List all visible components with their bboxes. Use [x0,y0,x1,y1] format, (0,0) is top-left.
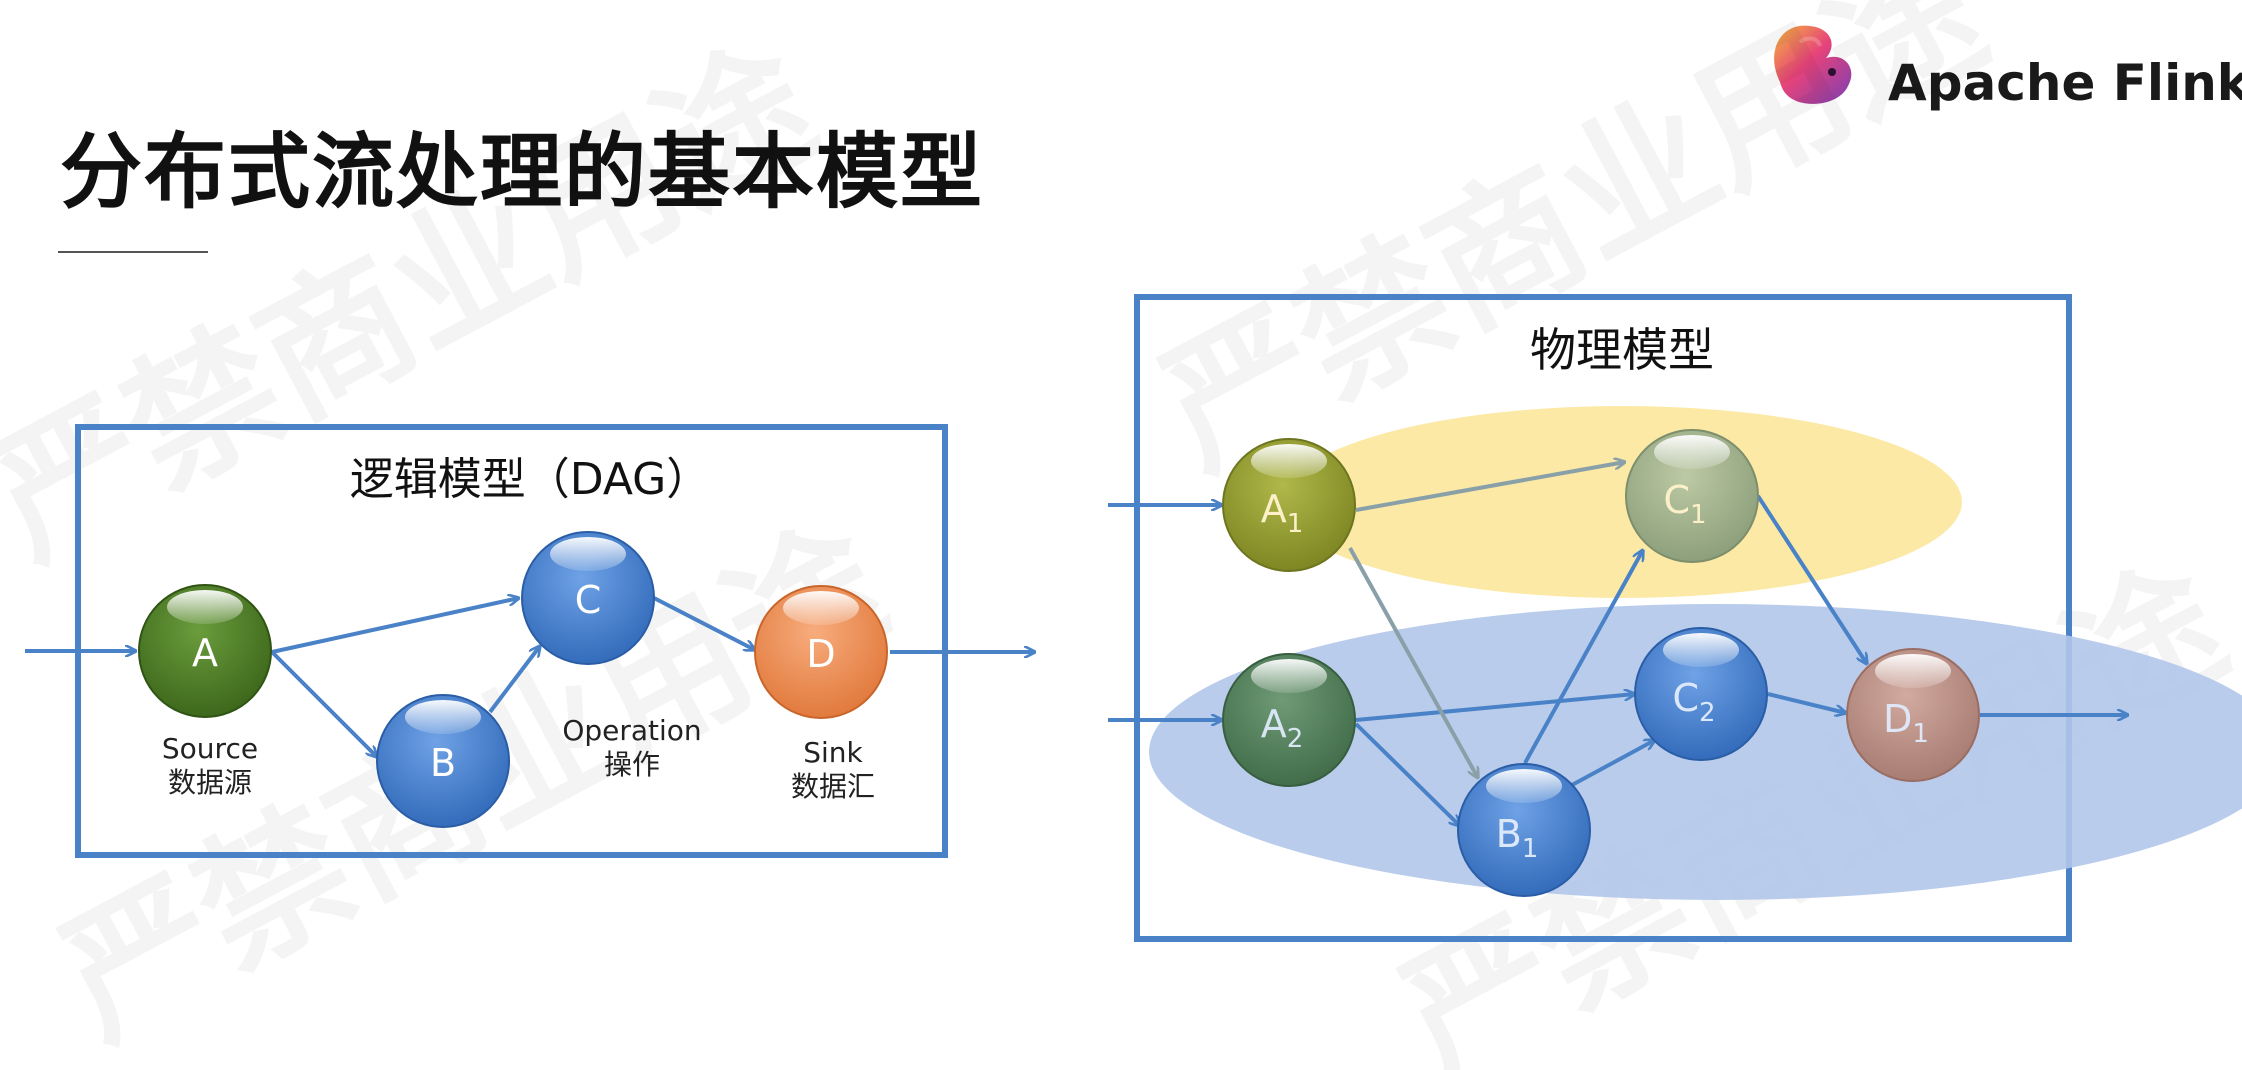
node-a-label: A [192,631,218,675]
node-b1-label: B [1496,812,1522,856]
node-c2-label: C [1672,676,1699,720]
node-a1-subscript: 1 [1287,509,1304,539]
logical-model-frame [75,424,948,858]
node-c1: C1 [1625,429,1759,563]
partition-highlight-top [1282,406,1962,598]
node-c: C [521,531,655,665]
node-c1-label: C [1663,478,1690,522]
node-b1-subscript: 1 [1522,834,1539,864]
node-a2-label: A [1261,702,1287,746]
node-c2: C2 [1634,627,1768,761]
node-c1-subscript: 1 [1690,500,1707,530]
physical-edges [1108,494,2128,826]
svg-text:A2: A2 [1261,702,1304,754]
caption-operation-zh: 操作 [604,748,660,781]
edge-b-c [488,646,540,714]
node-d: D [754,585,888,719]
physical-model-frame [1134,294,2072,942]
node-a2: A2 [1222,653,1356,787]
node-d-label: D [806,632,835,676]
edge-a2-b1 [1354,722,1460,826]
edge-c2-d1 [1767,692,1846,713]
caption-source-en: Source [162,732,258,765]
caption-sink-zh: 数据汇 [791,770,875,803]
physical-edges-faded [1348,462,1625,778]
node-c2-subscript: 2 [1699,698,1716,728]
brand: Apache Flink [1760,12,2242,112]
edge-a-c [271,598,519,654]
node-a1-label: A [1261,487,1287,531]
node-b: B [376,694,510,828]
node-a2-subscript: 2 [1287,724,1304,754]
logical-captions: Source 数据源 Operation 操作 Sink 数据汇 [162,714,875,803]
edge-a1-c1 [1355,462,1625,512]
edge-c1-d1 [1756,494,1867,664]
node-b-label: B [430,741,456,785]
node-c-label: C [575,578,602,622]
node-d1-subscript: 1 [1912,719,1929,749]
slide-title: 分布式流处理的基本模型 [60,125,985,220]
brand-name: Apache Flink [1888,54,2242,112]
svg-text:A1: A1 [1261,487,1304,539]
edge-c-d [653,596,755,650]
logical-edges [25,598,1035,757]
edge-b1-c1 [1523,550,1643,764]
svg-text:C1: C1 [1663,478,1706,530]
caption-sink-en: Sink [803,736,863,769]
caption-source-zh: 数据源 [168,766,252,799]
physical-model-title: 物理模型 [1530,323,1714,377]
node-d1: D1 [1846,648,1980,782]
svg-text:D1: D1 [1883,697,1929,749]
title-underline [58,251,208,253]
caption-operation-en: Operation [562,714,701,747]
edge-a2-c2 [1355,694,1635,722]
node-b1: B1 [1457,763,1591,897]
node-d1-label: D [1883,697,1912,741]
node-a1: A1 [1222,438,1356,572]
flink-squirrel-logo-icon [1774,25,1852,104]
svg-text:C2: C2 [1672,676,1715,728]
watermark-text: 严禁商业用途 [0,16,842,592]
edge-a1-b1 [1348,547,1478,778]
node-a: A [138,584,272,718]
logical-model-title: 逻辑模型（DAG） [350,454,711,505]
svg-text:B1: B1 [1496,812,1539,864]
edge-a-b [270,650,377,757]
edge-b1-c2 [1571,740,1655,787]
